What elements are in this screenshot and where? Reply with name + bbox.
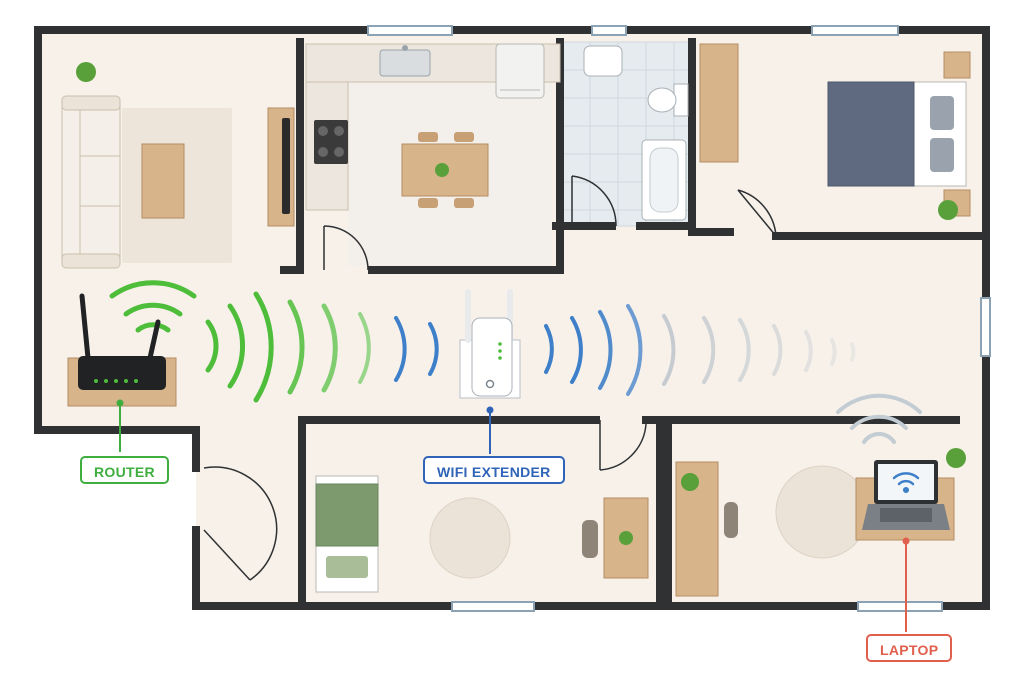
toilet-icon xyxy=(647,83,689,117)
fading-signal-arcs xyxy=(662,314,856,386)
bed-icon xyxy=(315,475,379,593)
router-signal-arcs xyxy=(109,280,371,403)
rug xyxy=(775,465,869,559)
sofa-icon xyxy=(61,95,121,269)
laptop-icon xyxy=(862,460,950,530)
plant-icon xyxy=(76,62,966,545)
bathtub-icon xyxy=(641,139,687,221)
rug xyxy=(429,497,511,579)
fridge-icon xyxy=(495,43,545,99)
stove-icon xyxy=(314,120,348,164)
nightstand xyxy=(943,51,971,79)
laptop-label: LAPTOP xyxy=(866,634,953,662)
tv-icon xyxy=(267,107,295,227)
chair-icon xyxy=(582,520,598,558)
wardrobe xyxy=(699,43,739,163)
wifi-extender-icon xyxy=(459,289,521,399)
bed-icon xyxy=(827,81,967,187)
wifi-extender-label: WIFI EXTENDER xyxy=(423,456,565,484)
doors xyxy=(203,175,777,581)
walls xyxy=(34,26,990,610)
router-icon xyxy=(67,293,177,407)
leader-lines xyxy=(116,399,910,632)
router-label: ROUTER xyxy=(80,456,169,484)
extender-signal-arcs xyxy=(394,304,643,396)
wifi-icon xyxy=(892,472,920,494)
chair-icon xyxy=(724,502,738,538)
windows xyxy=(367,25,991,612)
coffee-table xyxy=(141,143,185,219)
laptop-signal-arcs xyxy=(836,393,922,444)
sink-icon xyxy=(379,45,431,77)
sink-icon xyxy=(583,45,623,77)
